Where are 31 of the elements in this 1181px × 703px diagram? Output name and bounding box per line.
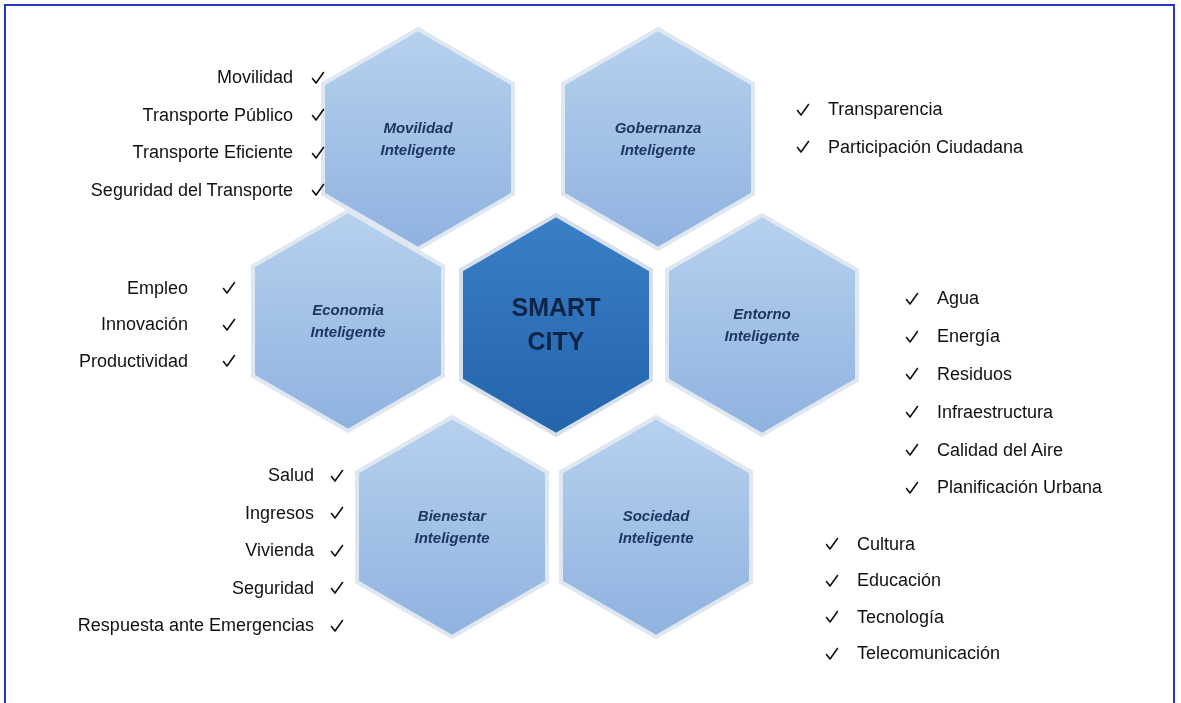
list-item: Cultura [857,533,916,555]
hexagon-label: Sociedad Inteligente [617,506,695,548]
list-item: Infraestructura [937,401,1054,423]
list-item: Vivienda [245,540,314,562]
hexagon-label: Economia Inteligente [309,300,387,342]
list-item: Energía [937,326,1001,348]
list-item: Calidad del Aire [937,439,1064,461]
hexagon-label: Gobernanza Inteligente [613,118,703,160]
hexagon-label: Entorno Inteligente [723,304,801,346]
list-item: Residuos [937,364,1013,385]
list-item: Seguridad [231,577,314,599]
list-item: Transporte Público [142,104,293,126]
hexagon-label: Movilidad Inteligente [379,118,457,160]
list-item: Tecnología [857,606,945,628]
list-item: Agua [937,288,980,310]
list-item: Empleo [126,277,188,299]
list-item: Productividad [78,350,188,372]
list-item: Movilidad [216,67,293,89]
list-item: Planificación Urbana [937,477,1103,499]
list-item: Telecomunicación [857,643,1001,665]
list-item: Innovación [100,314,188,336]
list-item: Respuesta ante Emergencias [77,615,314,637]
list-item: Educación [857,570,942,592]
list-item: Seguridad del Transporte [90,179,293,201]
list-item: Participación Ciudadana [828,136,1024,158]
list-item: Transporte Eficiente [132,142,293,164]
list-item: Ingresos [244,502,314,524]
hexagon-label: Bienestar Inteligente [413,506,491,548]
list-item: Salud [267,465,314,487]
hexagon-label: SMART CITY [510,292,602,357]
list-item: Transparencia [828,99,943,121]
